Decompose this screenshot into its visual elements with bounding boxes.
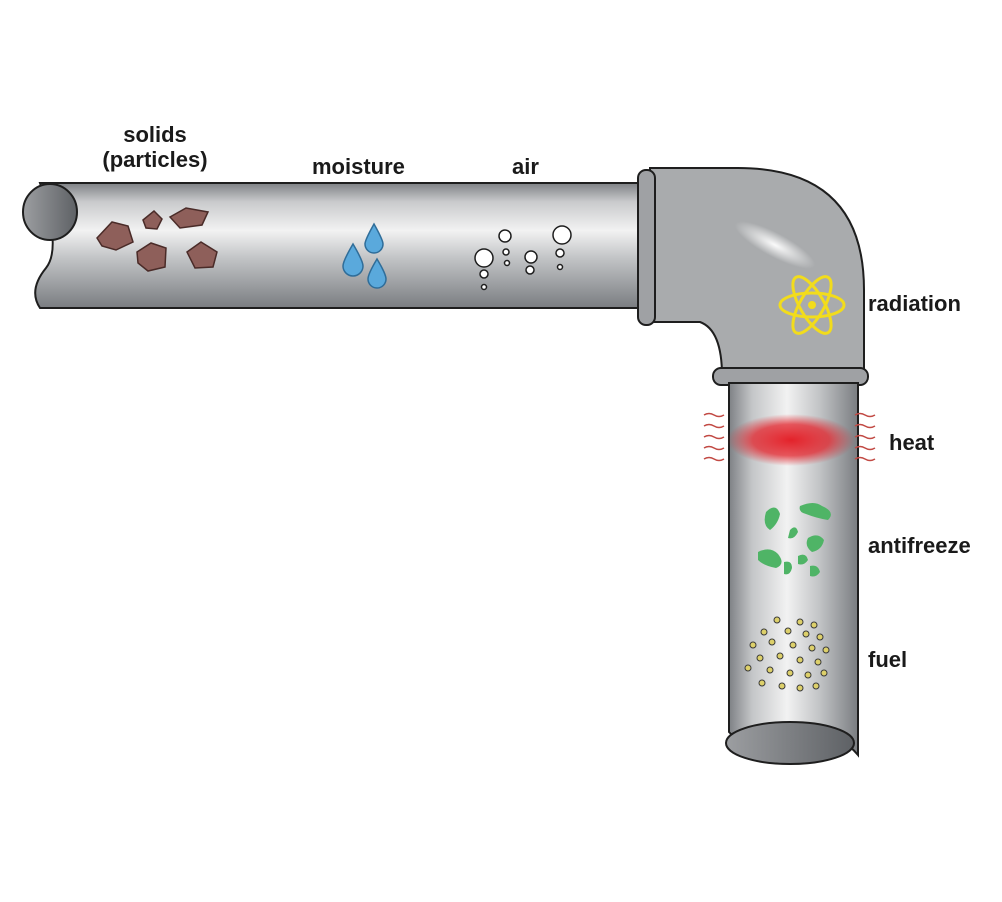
bubble-icon (480, 283, 488, 291)
bubble-icon (502, 248, 510, 256)
fuel-dot-icon (816, 633, 824, 641)
fuel-dot-icon (744, 664, 752, 672)
heat-glow-icon (727, 414, 855, 466)
fuel-dot-icon (784, 627, 792, 635)
fuel-dot-icon (808, 644, 816, 652)
bubble-icon (556, 263, 564, 271)
antifreeze-blob-icon (784, 561, 792, 575)
water-drop-icon (364, 222, 384, 254)
particle-icon (168, 207, 210, 229)
fuel-dot-icon (802, 630, 810, 638)
label-solids: solids (particles) (93, 122, 217, 172)
fuel-dot-icon (796, 618, 804, 626)
antifreeze-blob-icon (798, 554, 808, 565)
particle-icon (142, 209, 163, 230)
label-antifreeze: antifreeze (868, 533, 971, 558)
heat-waves-left (703, 412, 725, 462)
fuel-dot-icon (810, 621, 818, 629)
label-fuel: fuel (868, 647, 908, 672)
fuel-dot-icon (766, 666, 774, 674)
label-air: air (512, 154, 539, 179)
antifreeze-blob-icon (806, 535, 824, 552)
air-bubbles (474, 225, 572, 291)
fuel-dot-icon (778, 682, 786, 690)
fuel-dot-icon (749, 641, 757, 649)
antifreeze-blob-icon (810, 565, 820, 577)
fuel-dot-icon (786, 669, 794, 677)
bubble-icon (474, 248, 494, 268)
fuel-dot-icon (768, 638, 776, 646)
fuel-dot-icon (796, 656, 804, 664)
solid-particles (96, 207, 218, 272)
antifreeze-blob-icon (788, 527, 798, 539)
fuel-dot-icon (756, 654, 764, 662)
bubble-icon (552, 225, 572, 245)
fuel-dot-icon (812, 682, 820, 690)
antifreeze-blobs (758, 503, 831, 577)
fuel-dot-icon (796, 684, 804, 692)
heat-waves-right (854, 412, 876, 462)
fuel-dot-icon (814, 658, 822, 666)
fuel-dot-icon (822, 646, 830, 654)
particle-icon (186, 241, 218, 269)
vertical-pipe (725, 382, 859, 765)
water-drop-icon (367, 257, 387, 289)
particle-icon (96, 221, 134, 251)
antifreeze-blob-icon (758, 549, 782, 568)
label-heat: heat (889, 430, 935, 455)
bubble-icon (524, 250, 538, 264)
atom-icon (778, 275, 846, 335)
bubble-icon (498, 229, 512, 243)
bubble-icon (525, 265, 535, 275)
fuel-dot-icon (789, 641, 797, 649)
bubble-icon (479, 269, 489, 279)
fuel-dot-icon (776, 652, 784, 660)
antifreeze-blob-icon (799, 503, 831, 520)
label-solids-line1: solids (123, 122, 187, 147)
fuel-dot-icon (758, 679, 766, 687)
label-moisture: moisture (312, 154, 405, 179)
fuel-dot-icon (773, 616, 781, 624)
fuel-dot-icon (760, 628, 768, 636)
moisture-drops (342, 222, 387, 289)
pipe-elbow (637, 167, 869, 386)
bubble-icon (555, 248, 565, 258)
water-drop-icon (342, 242, 364, 277)
fuel-dot-icon (804, 671, 812, 679)
bubble-icon (503, 259, 511, 267)
fuel-dot-icon (820, 669, 828, 677)
antifreeze-blob-icon (764, 507, 780, 530)
particle-icon (136, 242, 167, 272)
fuel-dots (744, 616, 830, 692)
label-solids-line2: (particles) (102, 147, 208, 172)
label-radiation: radiation (868, 291, 961, 316)
